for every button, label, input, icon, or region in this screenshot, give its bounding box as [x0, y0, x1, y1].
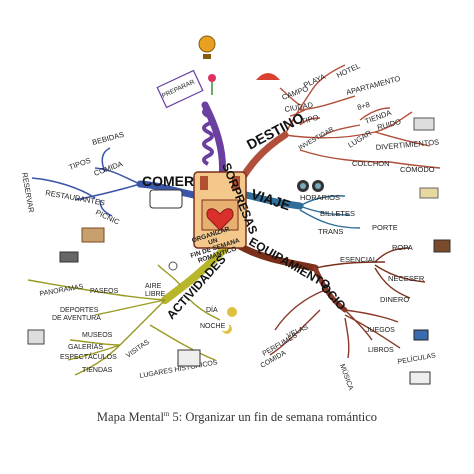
caption-sup: m — [163, 410, 170, 418]
branch-viaje — [242, 191, 304, 210]
branch-sorpresas — [201, 101, 227, 182]
binoculars-icon — [297, 180, 324, 192]
illustrations — [27, 73, 451, 385]
viaje-labels: HORARIOS BILLETES TRANS PORTE — [300, 193, 398, 236]
caption-main: Mapa Mental — [96, 410, 164, 425]
label-neceser: NECESER — [388, 274, 425, 283]
label-colchon: COLCHON — [352, 159, 390, 168]
equipamiento-labels: ESENCIAL ROPA NECESER DINERO — [340, 243, 425, 304]
label-porte: PORTE — [372, 223, 398, 232]
label-de-aventura: DE AVENTURA — [52, 315, 101, 322]
label-ropa: ROPA — [392, 243, 413, 252]
label-horarios: HORARIOS — [300, 193, 340, 202]
label-visitas: VISITAS — [125, 339, 151, 360]
label-aire: AIRE — [145, 283, 162, 290]
label-8mas8: 8+8 — [356, 100, 371, 112]
flower-icon — [208, 74, 216, 95]
sub-branches-destino — [279, 64, 441, 169]
sub-branches-comer — [31, 147, 141, 217]
label-tipo: TIPO — [300, 113, 319, 126]
camera-icon — [59, 251, 79, 263]
castle-icon — [177, 349, 201, 367]
label-restaurantes: RESTAURANTES — [45, 188, 106, 207]
sorpresas-spring-illustration — [156, 69, 214, 166]
label-paseos: PASEOS — [90, 288, 119, 295]
central-image — [193, 171, 247, 249]
bed-icon — [419, 187, 439, 199]
label-museos: MUSEOS — [82, 332, 113, 339]
picnic-basket-icon — [81, 227, 105, 243]
balloon-icon — [198, 35, 216, 59]
label-billetes: BILLETES — [320, 209, 355, 218]
label-juegos: JUEGOS — [366, 327, 395, 334]
label-libre: LIBRE — [145, 291, 166, 298]
label-galerias: GALERÍAS — [68, 342, 103, 351]
label-apartamento: APARTAMENTO — [345, 74, 401, 97]
branch-label-comer: COMER — [142, 173, 194, 189]
label-hotel: HOTEL — [335, 61, 361, 80]
caption-rest: 5: Organizar un fin de semana romántico — [169, 410, 378, 425]
museum-icon — [27, 329, 45, 345]
branch-label-equipamiento: EQUIPAMIENTO — [247, 234, 333, 292]
label-deportes: DEPORTES — [60, 307, 99, 314]
sub-branches-equipamiento — [314, 247, 426, 299]
tennis-racket-icon — [168, 261, 178, 271]
branch-ocio — [312, 265, 348, 313]
truck-icon — [413, 117, 435, 131]
label-lugar: LUGAR — [346, 128, 373, 150]
center-line-2: UN — [207, 237, 218, 247]
label-trans: TRANS — [318, 227, 343, 236]
label-noche: NOCHE — [200, 323, 226, 330]
sub-branches-viaje — [299, 195, 361, 229]
label-tiendas: TIENDAS — [82, 367, 113, 374]
label-peliculas: PELÍCULAS — [397, 350, 437, 366]
label-tipos: TIPOS — [68, 156, 92, 172]
label-dia: DÍA — [206, 305, 218, 314]
figure-caption: Mapa Mentalm 5: Organizar un fin de sema… — [0, 410, 474, 425]
label-investigar: INVESTIGAR — [298, 126, 336, 152]
umbrella-icon — [256, 73, 280, 80]
label-dinero: DINERO — [380, 295, 409, 304]
sub-branches-actividades — [27, 264, 221, 376]
branch-label-viaje: VIAJE — [249, 186, 292, 214]
book-icon — [413, 329, 429, 341]
suitcase-icon — [433, 239, 451, 253]
branch-label-actividades: ACTIVIDADES — [164, 252, 229, 322]
label-espectaculos: ESPECTÁCULOS — [60, 352, 117, 361]
label-divertimientos: DIVERTIMIENTOS — [375, 137, 439, 151]
sun-icon — [227, 307, 237, 317]
label-picnic: PICNIC — [94, 208, 121, 227]
sub-branches-ocio — [269, 289, 401, 359]
label-musica: MÚSICA — [338, 363, 356, 392]
hand-icon — [149, 189, 183, 209]
film-icon — [409, 371, 431, 385]
label-comodo: CÓMODO — [400, 165, 435, 174]
label-bebidas: BEBIDAS — [91, 130, 125, 147]
label-esencial: ESENCIAL — [340, 255, 377, 264]
moon-icon — [222, 324, 232, 334]
label-libros: LIBROS — [368, 347, 394, 354]
branch-equipamiento — [234, 241, 319, 272]
branch-actividades — [161, 244, 229, 304]
